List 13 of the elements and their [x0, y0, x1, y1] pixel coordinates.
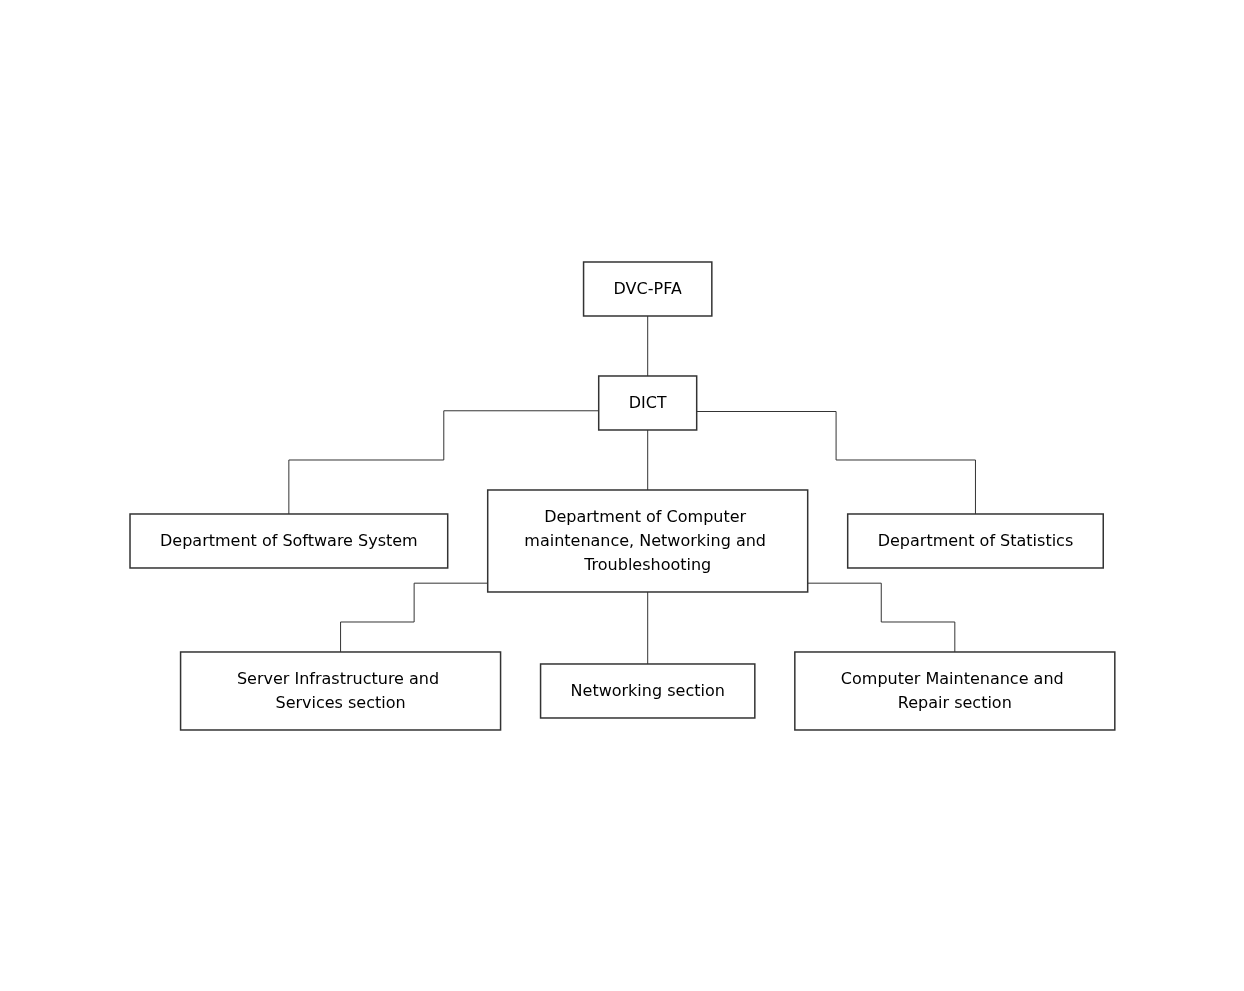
connector: [646, 591, 648, 664]
node-box: DVC-PFA: [582, 260, 713, 317]
connector: [646, 429, 648, 490]
connector: [339, 582, 488, 652]
node-box: DICT: [597, 374, 697, 431]
node-box: Server Infrastructure and Services section: [179, 650, 501, 731]
node-box: Computer Maintenance and Repair section: [793, 650, 1116, 731]
connector: [287, 409, 599, 514]
node-box: Department of Computer maintenance, Networking and Troubleshooting: [486, 488, 808, 593]
node-box: Department of Software System: [128, 512, 449, 569]
node-box: Networking section: [539, 662, 756, 719]
connector: [646, 315, 648, 376]
node-box: Department of Statistics: [846, 512, 1104, 569]
